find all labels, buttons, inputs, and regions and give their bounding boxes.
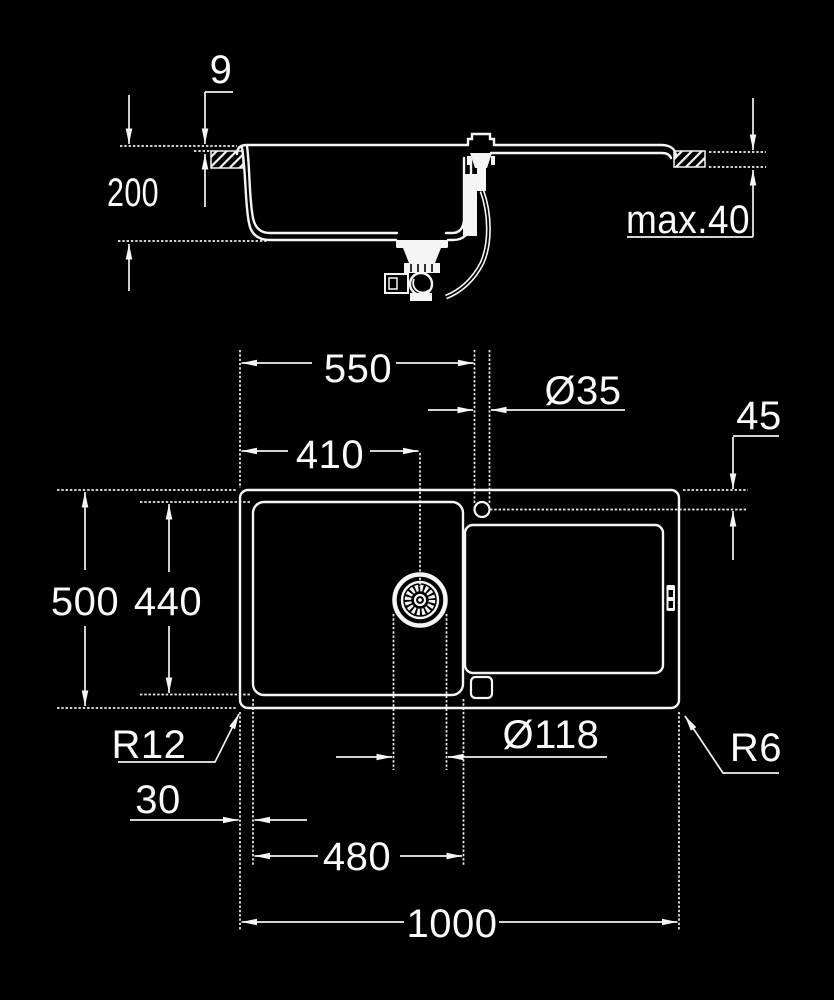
drain-nut — [404, 263, 440, 273]
dimension-counter-thickness: max.40 — [626, 98, 757, 242]
drainer-edge-clip — [666, 585, 675, 611]
deck-top-right — [492, 143, 678, 159]
strainer-serrated-ring — [404, 584, 436, 616]
overflow-hose-inner — [445, 190, 490, 298]
dimension-rim-height: 9 — [201, 48, 233, 207]
dim-label-drain-diameter: Ø118 — [503, 713, 600, 757]
strainer-center-dot — [418, 598, 422, 602]
trap-detail — [412, 278, 430, 294]
deck-underside — [489, 151, 673, 160]
drainer-outline — [463, 523, 665, 675]
dimension-bowl-inner-depth: 440 — [134, 504, 202, 693]
overflow-tab-right — [491, 156, 495, 165]
dim-label-rim-height: 9 — [210, 48, 233, 92]
drain-assembly-section — [384, 240, 448, 301]
overflow-standpipe — [463, 174, 477, 236]
dim-label-bowl-corner-radius: R12 — [112, 723, 187, 767]
dim-label-tap-diameter: Ø35 — [544, 369, 621, 413]
overflow-tube — [477, 168, 486, 191]
dim-label-bowl-inner-depth: 440 — [134, 580, 202, 624]
dim-label-counter-thickness: max.40 — [626, 198, 750, 242]
drain-outlet-stub — [410, 293, 432, 301]
bowl-outline — [251, 500, 465, 697]
dimension-bowl-inner-width: 480 — [254, 835, 462, 879]
overflow-funnel — [470, 153, 492, 168]
strainer-inner-ring — [413, 593, 427, 607]
section-view: 9 200 max.40 — [107, 48, 766, 301]
dim-label-edge-to-bowl: 30 — [135, 778, 181, 822]
drain-side-box-detail — [388, 277, 398, 290]
dim-label-overall-depth: 500 — [51, 580, 119, 624]
plan-extension-lines — [57, 350, 748, 930]
radius-callout-r6: R6 — [684, 715, 782, 774]
dim-label-bowl-inner-width: 480 — [323, 835, 391, 879]
countertop-section-right — [673, 150, 706, 168]
overflow-assembly-section — [445, 153, 495, 300]
drain-body — [403, 248, 441, 263]
dim-label-tap-from-left: 550 — [324, 347, 392, 391]
dimension-tap-diameter: Ø35 — [428, 369, 625, 414]
dimension-overall-width: 1000 — [241, 902, 678, 946]
sink-outer-outline — [238, 488, 681, 710]
overflow-tab-left — [467, 156, 471, 165]
radius-callout-r12: R12 — [112, 713, 240, 767]
dimension-edge-to-bowl: 30 — [130, 778, 307, 824]
dim-label-overall-width: 1000 — [407, 902, 498, 946]
dimension-drain-from-left: 410 — [241, 433, 419, 477]
dimension-overall-depth: 500 — [51, 492, 119, 706]
dimension-tap-from-top-edge: 45 — [729, 394, 782, 560]
dim-label-bowl-depth: 200 — [107, 171, 159, 215]
drain-flange — [396, 240, 448, 248]
dimension-drain-diameter: Ø118 — [336, 713, 607, 761]
plan-view: 550 Ø35 45 410 500 — [51, 347, 782, 946]
dim-label-tap-from-top-edge: 45 — [736, 394, 782, 438]
dimension-tap-from-left: 550 — [241, 347, 474, 391]
overflow-opening — [469, 675, 494, 700]
dim-label-drain-from-left: 410 — [296, 433, 364, 477]
bowl-inner-wall — [245, 144, 399, 235]
bowl-outer-wall — [240, 146, 398, 242]
faucet-plug — [466, 132, 496, 147]
tap-hole — [473, 500, 491, 519]
dimension-bowl-depth: 200 — [107, 95, 159, 291]
dim-label-outer-corner-radius: R6 — [730, 726, 782, 770]
